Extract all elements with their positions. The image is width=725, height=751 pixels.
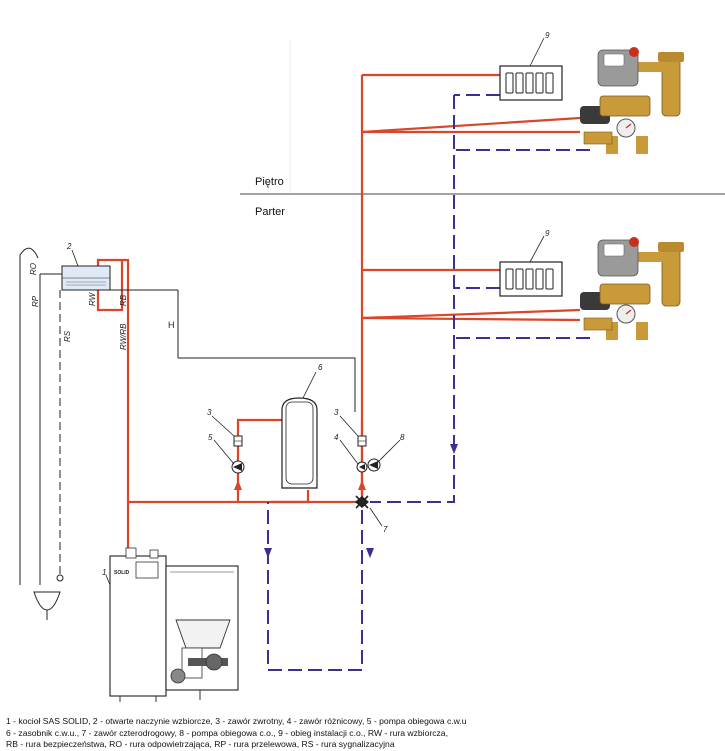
label-H: H <box>168 320 175 330</box>
zone-label-lower: Parter <box>255 206 285 218</box>
number-9-lower: 9 <box>545 229 550 238</box>
supply-expansion-rb <box>96 260 124 312</box>
number-2: 2 <box>66 242 72 251</box>
number-6: 6 <box>318 363 323 372</box>
supply-dhw-loop <box>236 418 282 502</box>
pump-co <box>367 458 381 472</box>
pump-group-lower <box>580 237 684 340</box>
supply-boiler-riser <box>96 258 130 502</box>
label-RWRB: RW/RB <box>119 323 128 350</box>
check-valve-co <box>357 435 367 447</box>
h-dim-bottom <box>178 357 356 412</box>
expansion-vessel <box>61 265 111 291</box>
label-RB: RB <box>119 294 128 306</box>
pump-group-upper <box>580 47 684 154</box>
number-7: 7 <box>383 525 388 534</box>
legend-line-3: RB - rura bezpieczeństwa, RO - rura odpo… <box>6 739 395 749</box>
return-arrows <box>264 444 458 558</box>
legend: 1 - kocioł SAS SOLID, 2 - otwarte naczyn… <box>6 716 721 751</box>
diff-valve <box>356 461 368 473</box>
radiator-lower <box>499 261 563 297</box>
number-1: 1 <box>102 568 106 577</box>
check-valve-dhw <box>233 435 243 447</box>
return-pipes <box>267 94 590 671</box>
number-3-co: 3 <box>334 408 339 417</box>
number-3-dhw: 3 <box>207 408 212 417</box>
arrow-up-1 <box>234 480 242 490</box>
number-8: 8 <box>400 433 405 442</box>
return-main-riser <box>370 95 455 503</box>
label-RS: RS <box>63 330 72 342</box>
supply-arrows <box>234 480 366 490</box>
supply-upper-mixer-1 <box>361 116 581 134</box>
legend-line-1: 1 - kocioł SAS SOLID, 2 - otwarte naczyn… <box>6 716 467 726</box>
arrow-down-3 <box>366 548 374 558</box>
pump-dhw <box>231 460 245 474</box>
supply-tank-out <box>270 490 310 504</box>
label-RP: RP <box>31 295 40 307</box>
pipe-labels: RO RP RS RW RB RW/RB H <box>29 263 175 350</box>
number-5: 5 <box>208 433 213 442</box>
arrow-down-2 <box>264 548 272 558</box>
supply-lower-mixer-2 <box>361 316 581 322</box>
expansion-lines <box>19 247 356 585</box>
label-RO: RO <box>29 263 38 275</box>
zone-label-upper: Piętro <box>255 176 284 188</box>
supply-lower-mixer-1 <box>361 308 581 320</box>
supply-pipes <box>96 73 581 558</box>
arrow-up-2 <box>358 480 366 490</box>
supply-boiler-main <box>126 500 362 558</box>
drain-funnel <box>33 574 64 620</box>
return-to-boiler <box>267 502 363 671</box>
dhw-tank <box>281 397 318 489</box>
boiler-brand: SOLID <box>114 570 130 576</box>
component-numbers: 2 3 5 6 3 4 8 7 9 9 1 <box>66 31 550 577</box>
four-way-valve <box>355 495 369 509</box>
number-9-upper: 9 <box>545 31 550 40</box>
label-RW: RW <box>88 291 97 306</box>
leader-lines <box>71 37 545 591</box>
radiator-upper <box>499 65 563 101</box>
arrow-down-1 <box>450 444 458 454</box>
number-4: 4 <box>334 433 339 442</box>
legend-line-2: 6 - zasobnik c.w.u., 7 - zawór czterodro… <box>6 727 448 738</box>
boiler <box>109 547 239 702</box>
pipe-RO <box>19 247 39 585</box>
